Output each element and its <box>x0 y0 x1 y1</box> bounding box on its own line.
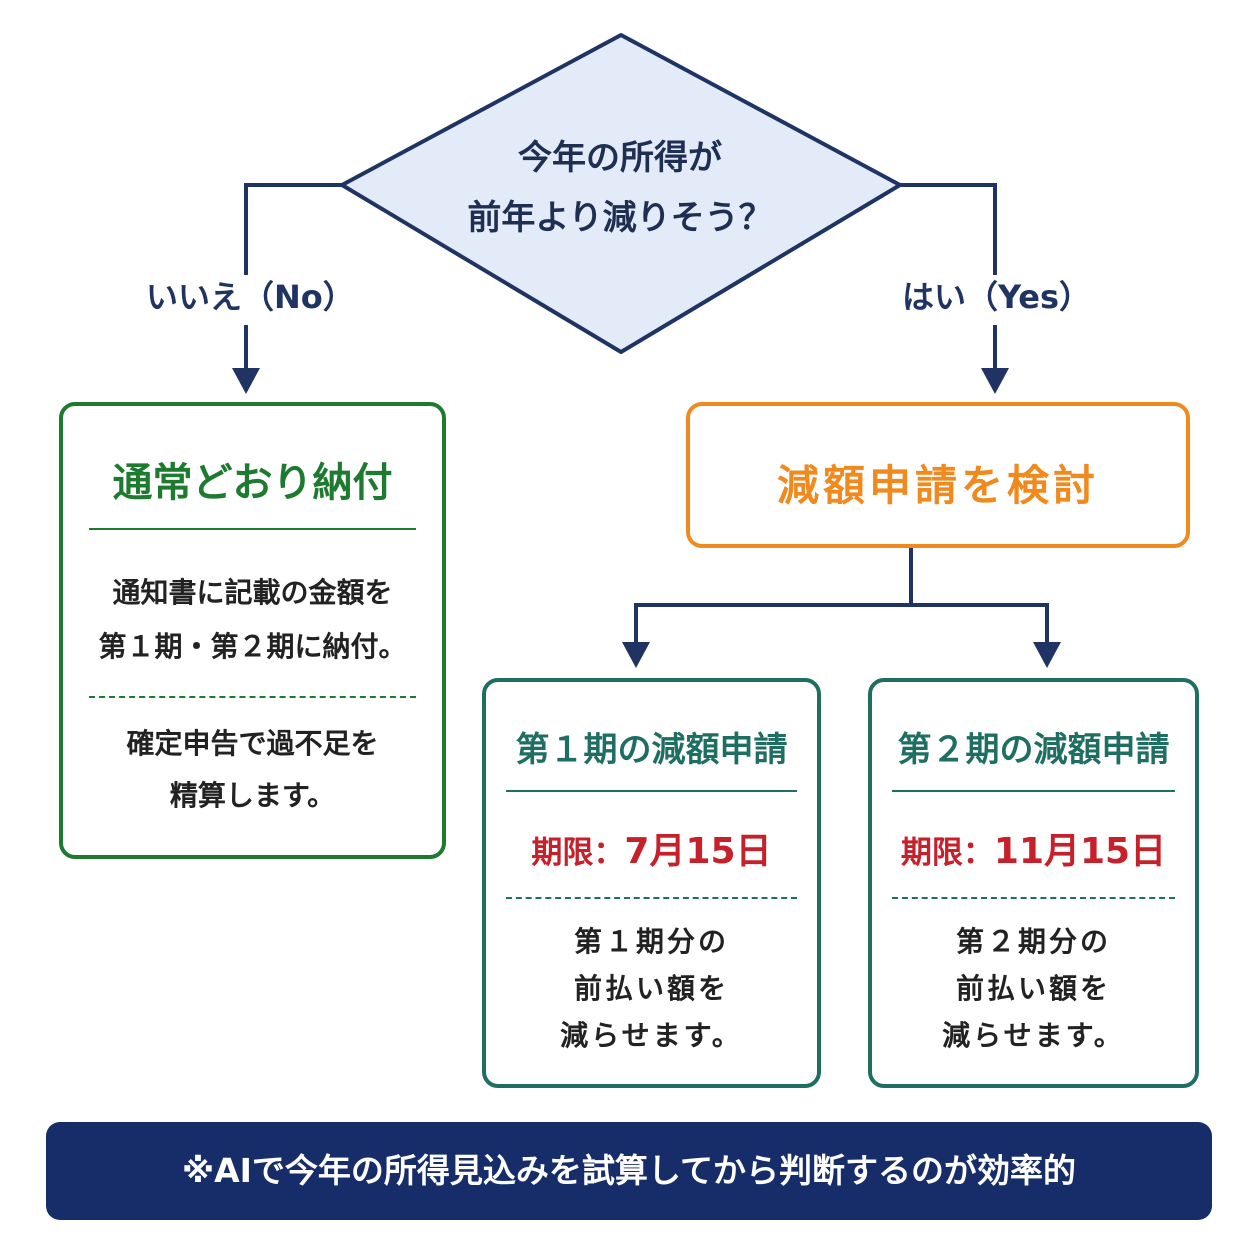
period2-box: 第２期の減額申請 期限：11月15日 第２期分の 前払い額を 減らせます。 <box>868 678 1199 1088</box>
no-branch-label: いいえ（No） <box>146 278 355 316</box>
period1-arrow-head <box>622 642 650 668</box>
yes-arrow-head <box>981 368 1009 394</box>
period1-divider <box>506 790 797 792</box>
period2-deadline-label: 期限： <box>900 835 994 871</box>
period2-deadline-value: 11月15日 <box>993 831 1167 872</box>
reduction-title: 減額申請を検討 <box>776 461 1099 510</box>
normal-payment-line-1: 通知書に記載の金額を <box>112 576 393 609</box>
period2-line-2: 前払い額を <box>955 972 1111 1005</box>
period2-line-1: 第２期分の <box>955 925 1111 958</box>
normal-payment-divider <box>89 528 416 530</box>
split-connector-right <box>911 603 1049 644</box>
split-connector <box>634 548 913 644</box>
decision-diamond <box>340 33 902 354</box>
footer-note-banner: ※AIで今年の所得見込みを試算してから判断するのが効率的 <box>46 1122 1212 1220</box>
normal-payment-line-4: 精算します。 <box>169 779 336 812</box>
period2-deadline: 期限：11月15日 <box>872 822 1195 874</box>
period2-description: 第２期分の 前払い額を 減らせます。 <box>872 918 1195 1059</box>
period2-line-3: 減らせます。 <box>942 1019 1125 1052</box>
no-branch-line <box>244 183 342 275</box>
period1-line-1: 第１期分の <box>573 925 729 958</box>
normal-payment-dashed-divider <box>89 696 416 698</box>
period1-deadline-value: 7月15日 <box>624 831 772 872</box>
period1-title: 第１期の減額申請 <box>515 730 788 770</box>
normal-payment-line-3: 確定申告で過不足を <box>126 727 379 760</box>
period1-box: 第１期の減額申請 期限：7月15日 第１期分の 前払い額を 減らせます。 <box>482 678 821 1088</box>
normal-payment-title: 通常どおり納付 <box>112 460 393 506</box>
period1-deadline: 期限：7月15日 <box>486 822 817 874</box>
footer-note-text: ※AIで今年の所得見込みを試算してから判断するのが効率的 <box>182 1151 1076 1190</box>
period2-arrow-head <box>1033 642 1061 668</box>
yes-branch-label: はい（Yes） <box>902 278 1091 316</box>
question-line-1: 今年の所得が <box>518 138 722 178</box>
no-arrow-head <box>232 368 260 394</box>
question-line-2: 前年より減りそう？ <box>467 198 773 238</box>
normal-payment-box: 通常どおり納付 通知書に記載の金額を 第１期・第２期に納付。 確定申告で過不足を… <box>59 402 446 859</box>
period1-line-2: 前払い額を <box>573 972 729 1005</box>
period2-dashed-divider <box>892 897 1175 899</box>
period2-divider <box>892 790 1175 792</box>
reduction-box: 減額申請を検討 <box>686 402 1190 548</box>
normal-payment-description: 通知書に記載の金額を 第１期・第２期に納付。 <box>63 566 442 674</box>
period1-dashed-divider <box>506 897 797 899</box>
period1-description: 第１期分の 前払い額を 減らせます。 <box>486 918 817 1059</box>
period1-deadline-label: 期限： <box>531 835 625 871</box>
period1-line-3: 減らせます。 <box>560 1019 743 1052</box>
period2-title: 第２期の減額申請 <box>897 730 1170 770</box>
yes-branch-line <box>900 183 997 275</box>
normal-payment-line-2: 第１期・第２期に納付。 <box>98 630 407 663</box>
question-text: 今年の所得が 前年より減りそう？ <box>420 128 820 248</box>
normal-payment-settlement: 確定申告で過不足を 精算します。 <box>63 718 442 822</box>
